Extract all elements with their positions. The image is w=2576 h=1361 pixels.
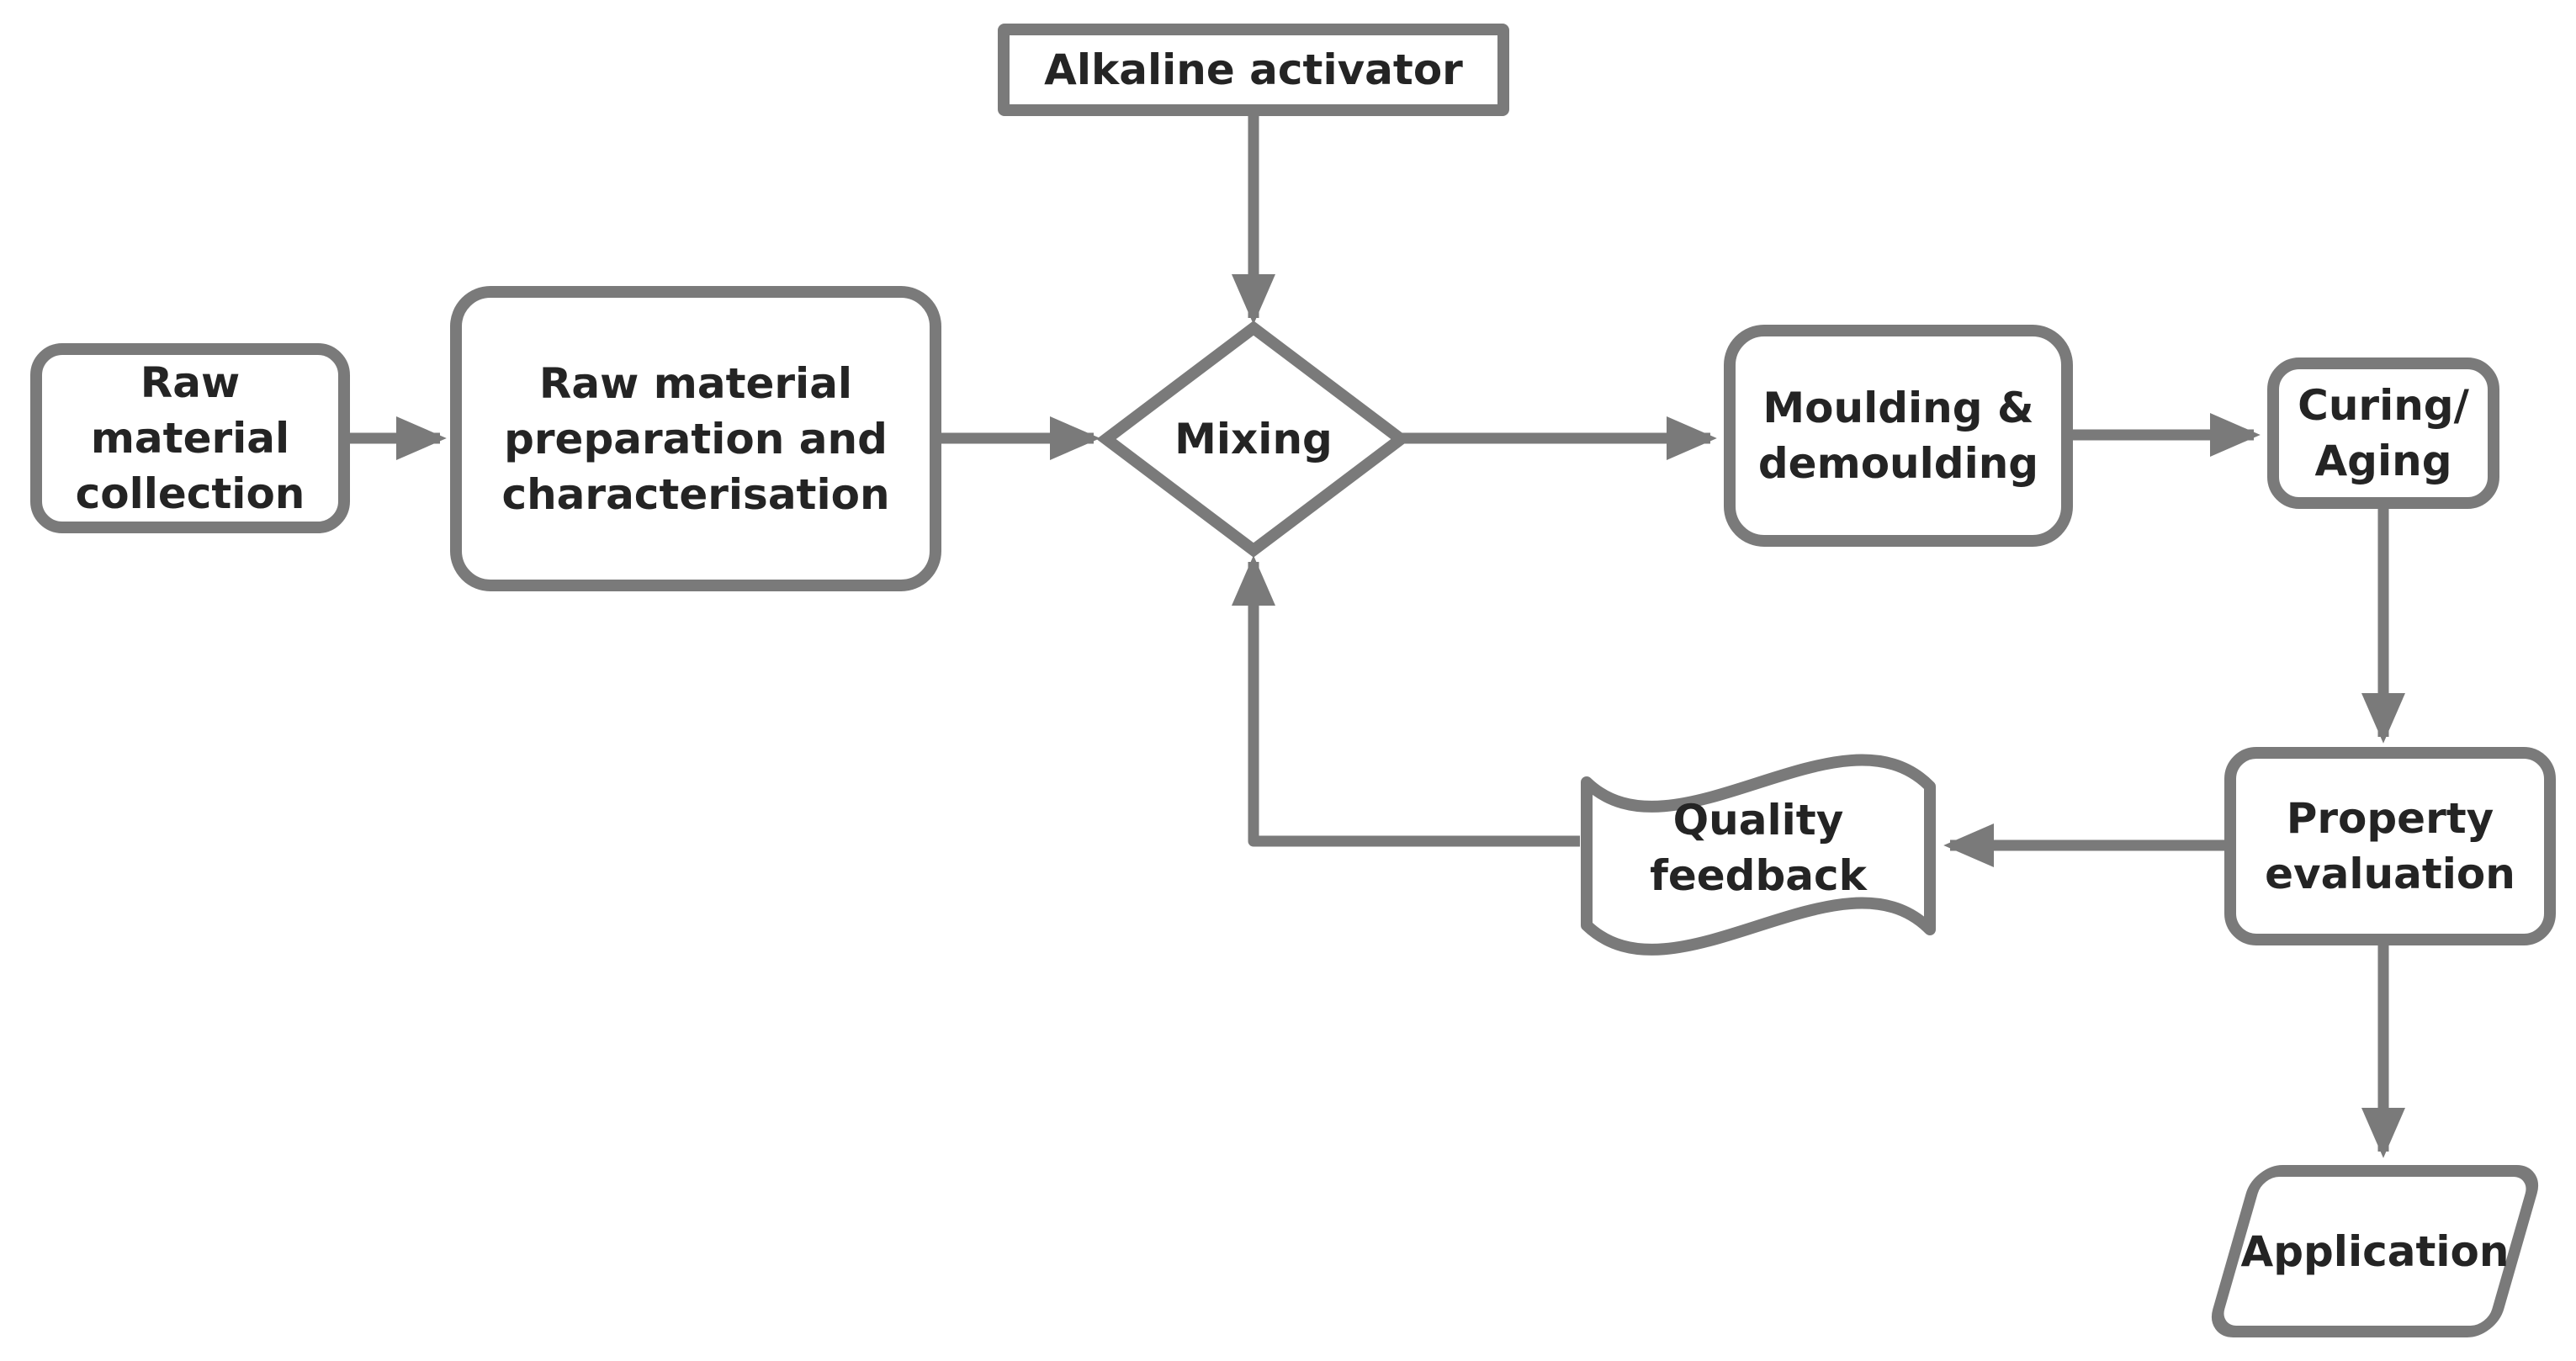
node-alkaline-activator: Alkaline activator [998,24,1509,116]
node-raw-material-preparation: Raw material preparation and characteris… [450,286,941,591]
node-application-shape [2204,1165,2546,1337]
curing-aging-label: Curing/ Aging [2298,381,2469,485]
node-raw-material-collection: Raw material collection [30,343,350,533]
raw-material-collection-label: Raw material collection [75,358,305,518]
edge-quality-to-mixing [1232,555,1580,847]
mixing-diamond-shape [1096,320,1411,558]
raw-material-preparation-label: Raw material preparation and characteris… [501,358,890,519]
alkaline-activator-label: Alkaline activator [1044,45,1463,94]
moulding-demoulding-label: Moulding & demoulding [1757,384,2039,488]
property-evaluation-label: Property evaluation [2265,794,2515,898]
quality-feedback-wave-shape [1581,754,1936,956]
node-moulding-demoulding: Moulding & demoulding [1724,325,2073,547]
node-property-evaluation: Property evaluation [2224,747,2556,945]
node-curing-aging: Curing/ Aging [2267,357,2499,509]
